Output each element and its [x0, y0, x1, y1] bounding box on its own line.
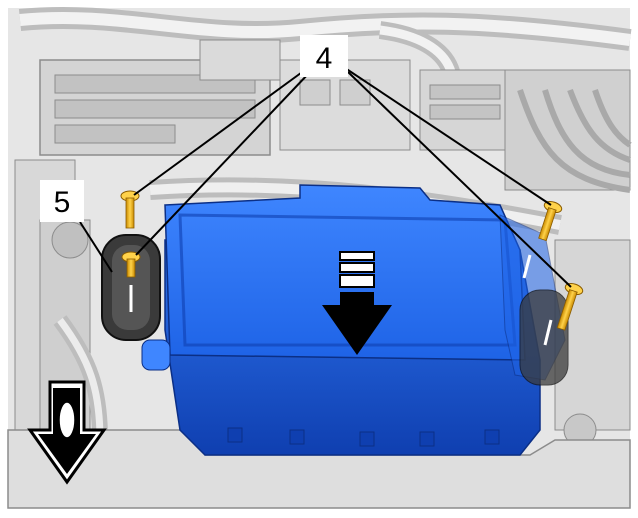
callout-5: 5	[40, 180, 84, 222]
bracket-left	[101, 234, 161, 341]
leader-lines	[79, 67, 572, 288]
removal-arrow-icon	[322, 251, 392, 355]
bracket-right	[499, 214, 569, 386]
callout-4-label: 4	[316, 42, 333, 75]
callout-5-label: 5	[54, 186, 71, 219]
callout-4: 4	[300, 35, 348, 77]
removal-arrow-icon	[27, 380, 107, 485]
